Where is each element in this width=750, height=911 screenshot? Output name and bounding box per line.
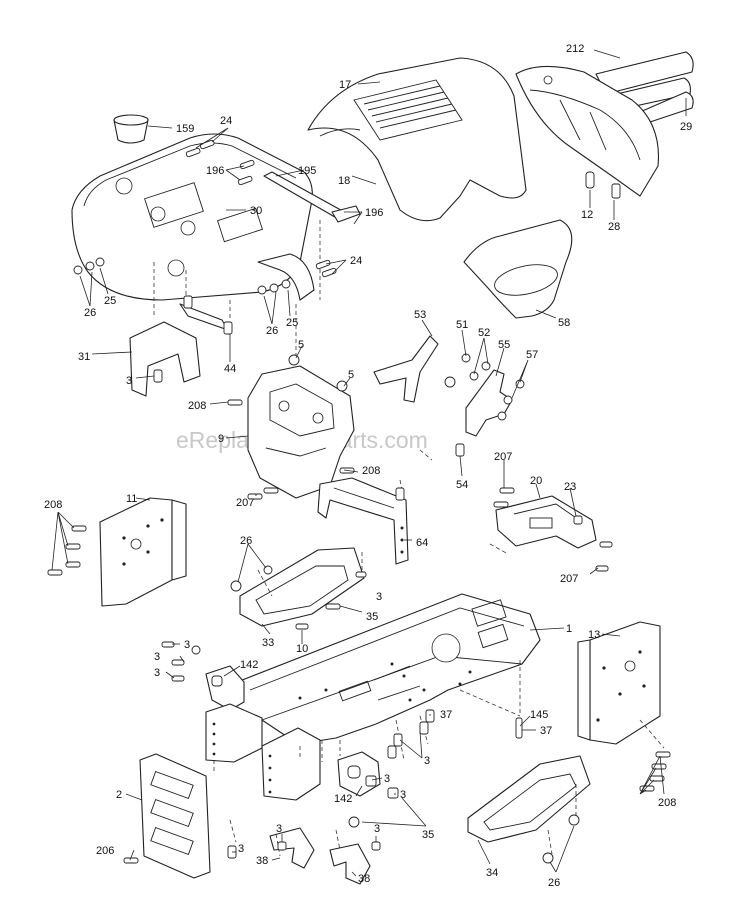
callout-3b: 3 bbox=[376, 591, 382, 603]
callout-25b: 25 bbox=[286, 317, 298, 329]
part-fender-bracket bbox=[257, 253, 315, 301]
callout-54: 54 bbox=[456, 479, 468, 491]
callout-3e: 3 bbox=[154, 667, 160, 679]
part-159-cup bbox=[113, 114, 149, 144]
leader-lines bbox=[51, 49, 687, 877]
callout-1: 1 bbox=[566, 623, 572, 635]
callout-212: 212 bbox=[566, 43, 584, 55]
callout-51: 51 bbox=[456, 319, 468, 331]
callout-196b: 196 bbox=[365, 207, 383, 219]
callout-30: 30 bbox=[250, 205, 262, 217]
callout-23: 23 bbox=[564, 481, 576, 493]
callout-29: 29 bbox=[680, 121, 692, 133]
callout-3k: 3 bbox=[374, 823, 380, 835]
callout-10: 10 bbox=[296, 643, 308, 655]
callout-labels: 17 212 29 159 24 196 195 196 18 30 12 28… bbox=[44, 43, 692, 889]
callout-12: 12 bbox=[581, 209, 593, 221]
callout-37b: 37 bbox=[540, 725, 552, 737]
part-1-main-frame bbox=[231, 593, 541, 745]
part-30-dash-panel bbox=[71, 133, 313, 301]
part-195-support bbox=[263, 171, 361, 223]
callout-159: 159 bbox=[176, 123, 194, 135]
part-38-bracket-b bbox=[329, 843, 371, 885]
callout-3a: 3 bbox=[126, 375, 132, 387]
part-38-bracket-a bbox=[269, 827, 315, 869]
callout-38b: 38 bbox=[358, 873, 370, 885]
callout-195: 195 bbox=[298, 165, 316, 177]
part-142-bracket-top bbox=[205, 665, 245, 711]
callout-25a: 25 bbox=[104, 295, 116, 307]
callout-207c: 207 bbox=[236, 497, 254, 509]
callout-31: 31 bbox=[78, 351, 90, 363]
callout-26a: 26 bbox=[84, 307, 96, 319]
callout-55: 55 bbox=[498, 339, 510, 351]
part-9-plate bbox=[247, 365, 355, 499]
callout-3f: 3 bbox=[424, 755, 430, 767]
callout-18: 18 bbox=[338, 175, 350, 187]
callout-44: 44 bbox=[224, 363, 236, 375]
part-13-side-plate bbox=[577, 621, 661, 745]
callout-24a: 24 bbox=[220, 115, 232, 127]
callout-26c: 26 bbox=[240, 535, 252, 547]
callout-13: 13 bbox=[588, 629, 600, 641]
part-34-footrest bbox=[467, 755, 591, 843]
callout-53: 53 bbox=[414, 309, 426, 321]
callout-206: 206 bbox=[96, 845, 114, 857]
part-31-bracket bbox=[129, 303, 229, 397]
part-58-liner bbox=[463, 219, 573, 319]
callout-58: 58 bbox=[558, 317, 570, 329]
callout-24b: 24 bbox=[350, 255, 362, 267]
callout-208d: 208 bbox=[658, 797, 676, 809]
callout-208b: 208 bbox=[362, 465, 380, 477]
callout-208a: 208 bbox=[188, 400, 206, 412]
callout-57: 57 bbox=[526, 349, 538, 361]
part-2-bumper bbox=[139, 753, 211, 879]
callout-11: 11 bbox=[126, 493, 137, 505]
callout-207a: 207 bbox=[494, 451, 512, 463]
callout-64: 64 bbox=[416, 537, 428, 549]
callout-142b: 142 bbox=[334, 793, 352, 805]
part-11-side-plate bbox=[99, 497, 187, 607]
part-55-bracket bbox=[465, 369, 513, 437]
callout-3j: 3 bbox=[276, 823, 282, 835]
callout-38a: 38 bbox=[256, 855, 268, 867]
part-142-bracket-lower bbox=[337, 751, 381, 797]
callout-5a: 5 bbox=[298, 339, 304, 351]
callout-26b: 26 bbox=[266, 325, 278, 337]
part-20-bracket bbox=[495, 495, 597, 549]
part-33-footrest bbox=[239, 547, 365, 627]
part-lower-plate bbox=[261, 727, 321, 801]
part-nose-assembly bbox=[515, 65, 660, 199]
callout-208c: 208 bbox=[44, 499, 62, 511]
callout-3h: 3 bbox=[400, 789, 406, 801]
part-64-bracket bbox=[317, 477, 409, 565]
callout-145: 145 bbox=[530, 709, 548, 721]
callout-207b: 207 bbox=[560, 573, 578, 585]
callout-33: 33 bbox=[262, 637, 274, 649]
callout-34: 34 bbox=[486, 867, 498, 879]
callout-37a: 37 bbox=[440, 709, 452, 721]
part-17-hood bbox=[307, 57, 527, 222]
dashed-alignment-lines bbox=[153, 220, 665, 857]
callout-5b: 5 bbox=[348, 369, 354, 381]
callout-26d: 26 bbox=[548, 877, 560, 889]
callout-142a: 142 bbox=[240, 659, 258, 671]
callout-196a: 196 bbox=[206, 165, 224, 177]
callout-52: 52 bbox=[478, 327, 490, 339]
callout-3i: 3 bbox=[238, 843, 244, 855]
hardware-bolts bbox=[47, 139, 671, 864]
callout-2: 2 bbox=[116, 789, 122, 801]
callout-17: 17 bbox=[339, 79, 351, 91]
callout-3c: 3 bbox=[184, 639, 190, 651]
callout-9: 9 bbox=[218, 433, 224, 445]
callout-35a: 35 bbox=[366, 611, 378, 623]
callout-3g: 3 bbox=[384, 773, 390, 785]
callout-20: 20 bbox=[530, 475, 542, 487]
callout-28: 28 bbox=[608, 221, 620, 233]
callout-3d: 3 bbox=[154, 651, 160, 663]
part-53-bracket bbox=[373, 335, 439, 403]
callout-35b: 35 bbox=[422, 829, 434, 841]
